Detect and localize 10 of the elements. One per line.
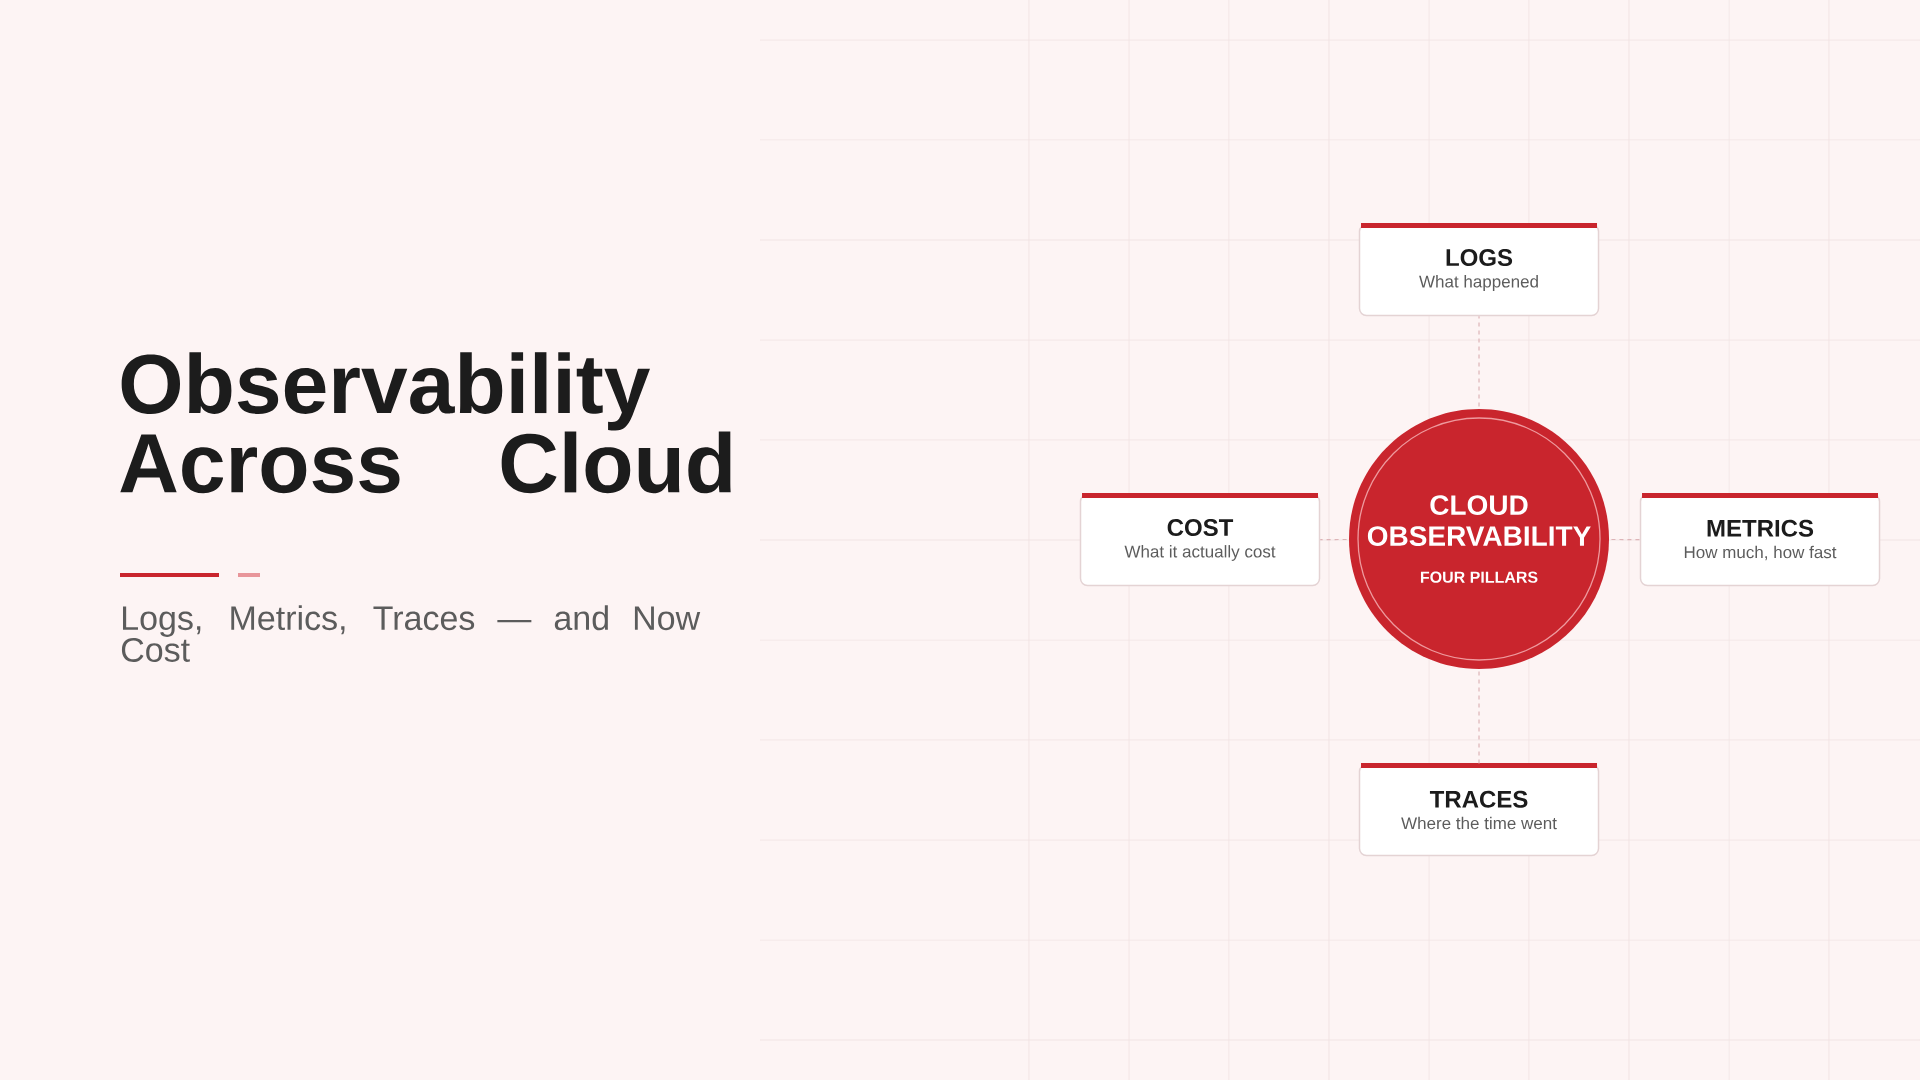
subtitle: Logs, Metrics, Traces — and Now Cost: [121, 605, 701, 662]
title: Observability Across Cloud: [120, 352, 731, 494]
pillar-card: TRACES Where the time went: [1358, 763, 1600, 857]
connector-line: [1478, 670, 1480, 765]
pillar-card: COST What it actually cost: [1079, 493, 1321, 587]
pillar-card: METRICS How much, how fast: [1639, 493, 1881, 587]
connector-line: [1319, 538, 1348, 541]
connector-line: [1478, 315, 1480, 408]
pillar-card: LOGS What happened: [1358, 223, 1600, 317]
connector-line: [1610, 538, 1641, 541]
